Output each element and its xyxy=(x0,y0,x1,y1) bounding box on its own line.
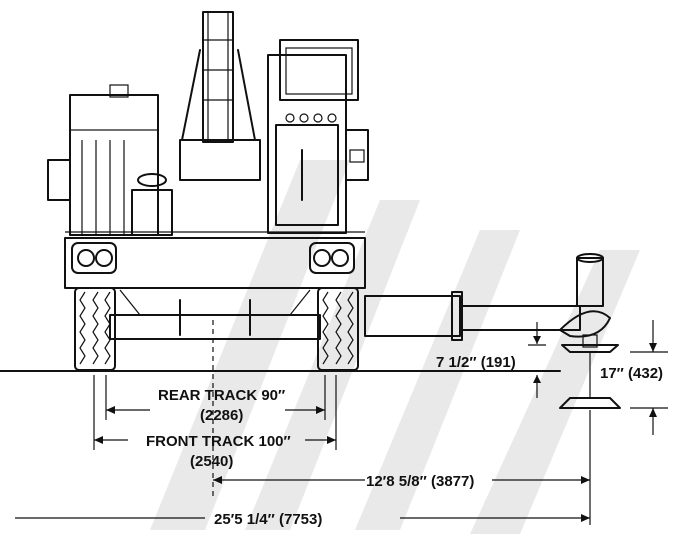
boom xyxy=(179,11,261,181)
pad-travel-label: 17″ (432) xyxy=(600,365,663,382)
outrigger-pad-raised xyxy=(561,344,619,353)
carrier-frame xyxy=(64,231,366,289)
pad-clearance-label: 7 1/2″ (191) xyxy=(436,354,516,371)
front-track-label: FRONT TRACK 100″ xyxy=(146,433,291,450)
engine-housing xyxy=(47,84,173,236)
rear-track-label: REAR TRACK 90″ xyxy=(158,387,285,404)
outrigger-jack-cylinder xyxy=(576,253,604,348)
rear-track-metric-label: (2286) xyxy=(200,407,243,424)
outrigger-span-label: 12′8 5/8″ (3877) xyxy=(366,473,474,490)
crane-body xyxy=(47,11,621,409)
left-tire xyxy=(74,287,116,371)
outrigger-pad-lowered xyxy=(559,352,621,409)
overall-span-label: 25′5 1/4″ (7753) xyxy=(214,511,322,528)
dimension-lines xyxy=(15,320,668,525)
front-track-metric-label: (2540) xyxy=(190,453,233,470)
operator-cab xyxy=(267,39,369,234)
right-tire xyxy=(317,287,359,371)
axle xyxy=(109,289,321,340)
outrigger-beam xyxy=(364,291,611,341)
